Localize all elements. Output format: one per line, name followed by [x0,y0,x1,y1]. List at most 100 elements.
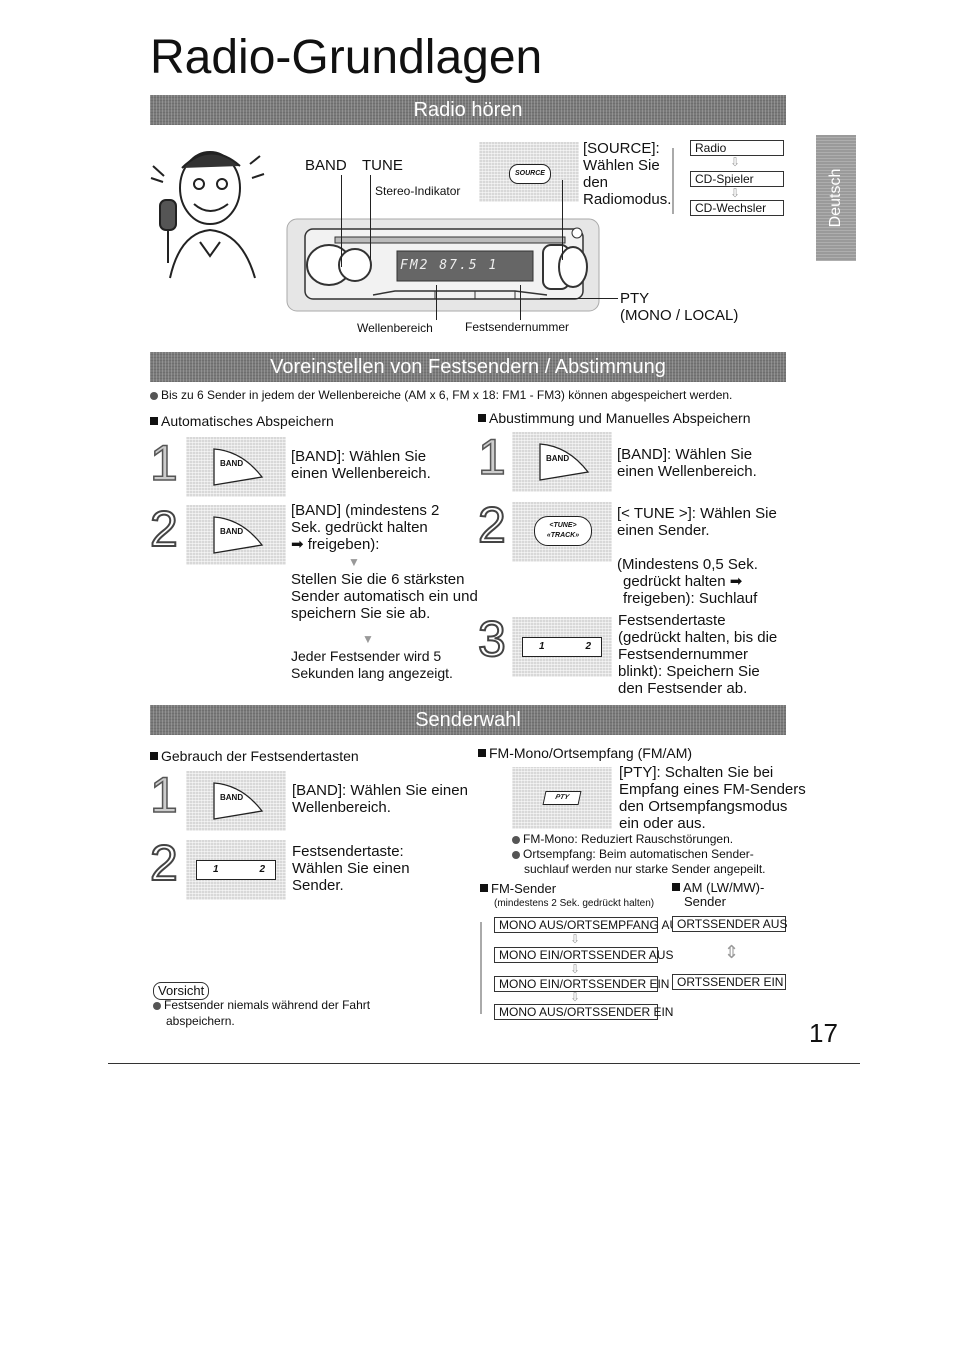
wellenbereich-label: Wellenbereich [357,321,433,335]
mono-local-label: (MONO / LOCAL) [620,307,739,324]
band-button[interactable] [212,781,264,821]
fm-sender-heading-text: FM-Sender [491,881,557,896]
manual-store-heading: Abustimmung und Manuelles Abspeichern [478,410,751,426]
page-number: 17 [809,1018,838,1048]
pty-button-panel: PTY [512,767,612,829]
sel-step2-text-c: Sender. [292,877,344,894]
right-step2-text-a: [< TUNE >]: Wählen Sie [617,505,777,522]
tune-label: TUNE [362,157,403,174]
preset-button-panel: 1 2 [512,617,612,677]
announcer-illustration [150,151,265,279]
band-leader-line [341,175,342,267]
right-step2-text-c: (Mindestens 0,5 Sek. [617,556,758,573]
band-label: BAND [305,157,347,174]
source-leader-line [562,180,563,260]
right-step1-text-b: einen Wellenbereich. [617,463,757,480]
pty-text-b: Empfang eines FM-Senders [619,781,806,798]
stereo-indicator-label: Stereo-Indikator [375,184,461,198]
preset-button[interactable]: 1 2 [522,637,602,657]
band-button-panel: BAND [512,432,612,492]
fm-mono-bullet: FM-Mono: Reduziert Rauschstörungen. [512,832,733,847]
band-button-panel: BAND [186,771,286,831]
bullet-icon [512,850,520,859]
tune-leader-line [370,175,371,260]
square-bullet-icon [478,749,486,757]
right-step2-text-d: gedrückt halten [623,573,726,590]
bullet-icon [153,1001,161,1010]
right-step2-text-b: einen Sender. [617,522,710,539]
band-button[interactable] [212,515,264,555]
festsendernummer-label: Festsendernummer [465,320,570,334]
band-button-panel: BAND [186,505,286,565]
tune-button[interactable]: <TUNE> «TRACK» [534,516,592,546]
display-readout: FM2 87.5 1 [400,258,499,273]
right-step1-text-a: [BAND]: Wählen Sie [617,446,753,463]
mode-cycle-line [672,148,688,214]
square-bullet-icon [150,417,158,425]
preset-capacity-note: Bis zu 6 Sender in jedem der Wellenberei… [150,388,732,403]
mode-cd-spieler: CD-Spieler [690,171,784,187]
band-button[interactable] [212,447,264,487]
local-bullet: Ortsempfang: Beim automatischen Sender- [512,847,754,862]
band-button-label: BAND [220,459,244,468]
right-step2-text-e: freigeben): Suchlauf [623,590,758,607]
left-result-a: Stellen Sie die 6 stärksten [291,571,465,588]
preset-capacity-text: Bis zu 6 Sender in jedem der Wellenberei… [161,388,733,402]
bullet-icon [150,391,158,400]
preset-2-label: 2 [585,641,591,652]
section-bar-voreinstellen: Voreinstellen von Festsendern / Abstimmu… [150,352,786,382]
source-button-panel: SOURCE [479,142,579,202]
fm-state-2: MONO EIN/ORTSSENDER AUS [494,947,673,963]
local-bullet-text-b: suchlauf werden nur starke Sender angepe… [524,862,766,876]
square-bullet-icon [478,414,486,422]
fm-sender-heading: FM-Sender [480,881,556,897]
band-button[interactable] [538,442,590,482]
right-step3-text-e: den Festsender ab. [618,680,748,697]
am-state-1: ORTSSENDER AUS [672,916,787,932]
arrow-down-icon: ▼ [362,632,374,646]
arrow-down-icon: ⇩ [570,990,581,1004]
sel-step2-text-b: Wählen Sie einen [292,860,410,877]
band-button-label: BAND [220,527,244,536]
pty-text-a: [PTY]: Schalten Sie bei [619,764,774,781]
source-text-4: Radiomodus. [583,191,672,208]
manual-store-heading-text: Abustimmung und Manuelles Abspeichern [489,410,751,426]
sel-step1-text-b: Wellenbereich. [292,799,391,816]
left-step2-text-c-row: ➡ freigeben): [291,536,379,553]
mode-radio: Radio [690,140,784,156]
pty-button[interactable]: PTY [542,791,582,805]
auto-store-heading: Automatisches Abspeichern [150,413,334,429]
local-bullet-text-a: Ortsempfang: Beim automatischen Sender- [523,847,754,861]
step-number: 2 [477,497,507,553]
preset-button[interactable]: 1 2 [196,860,276,880]
fm-mono-heading-text: FM-Mono/Ortsempfang (FM/AM) [489,745,693,761]
pty-text-d: ein oder aus. [619,815,706,832]
step-number: 3 [477,611,507,667]
source-text-3: den [583,174,609,191]
section-bar-radio-hoeren: Radio hören [150,95,786,125]
auto-store-heading-text: Automatisches Abspeichern [161,413,334,429]
left-note-b: Sekunden lang angezeigt. [291,665,453,681]
band-button-label: BAND [546,454,570,463]
left-step2-text-b: Sek. gedrückt halten [291,519,428,536]
source-button[interactable]: SOURCE [509,164,551,184]
footer-rule [108,1063,860,1064]
page-title: Radio-Grundlagen [150,31,543,84]
step-number: 1 [149,435,178,491]
pty-label: PTY [620,290,650,307]
head-unit-illustration [286,218,600,312]
square-bullet-icon [150,752,158,760]
caution-text: Festsender niemals während der Fahrt [153,998,370,1013]
preset-use-heading: Gebrauch der Festsendertasten [150,748,359,764]
fm-state-3: MONO EIN/ORTSSENDER EIN [494,976,669,992]
source-text-2: Wählen Sie [583,157,660,174]
arrow-down-icon: ⇩ [730,186,741,200]
release-arrow-icon: ➡ [725,573,743,590]
festsender-leader-line [520,285,521,320]
source-text-1: [SOURCE]: [583,140,660,157]
right-step3-text-c: Festsendernummer [618,646,749,663]
preset-2-label: 2 [259,864,265,875]
sel-step2-text-a: Festsendertaste: [292,843,404,860]
tune-button-label: <TUNE> [549,522,577,529]
square-bullet-icon [480,884,488,892]
